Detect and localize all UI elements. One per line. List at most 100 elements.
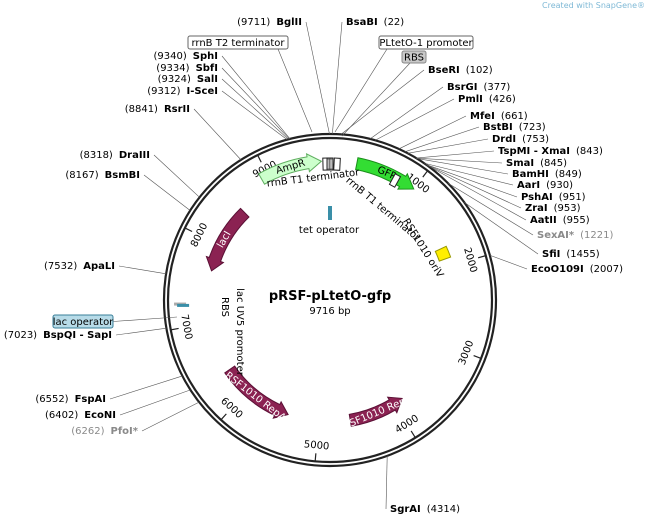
- tick-label: 5000: [303, 439, 329, 452]
- tick-mark: [184, 227, 193, 233]
- site-i-scei[interactable]: (9312)I-SceI: [147, 86, 218, 97]
- label-box-plteto-1-promoter[interactable]: [378, 35, 474, 50]
- site-bamhi[interactable]: BamHI (849): [512, 169, 582, 180]
- site-name: BsmBI: [105, 170, 140, 181]
- site-name: AatII: [530, 215, 557, 226]
- site-position: (849): [555, 169, 582, 180]
- feature-label-tet-operator: tet operator: [299, 225, 360, 236]
- site-tspmi-xmai[interactable]: TspMI - XmaI(843): [498, 146, 603, 157]
- site-bglii[interactable]: (9711) BglII: [237, 17, 302, 28]
- leader-line: [404, 126, 480, 153]
- plasmid-name: pRSF-pLtetO-gfp: [269, 289, 391, 304]
- site-bstbi[interactable]: BstBI(723): [483, 122, 546, 133]
- site-position: (9324): [158, 74, 191, 85]
- site-position: (6262): [71, 426, 104, 437]
- site-fspai[interactable]: (6552)FspAI: [35, 394, 106, 405]
- site-position: (9711): [237, 17, 270, 28]
- site-position: (8167): [65, 170, 98, 181]
- leader-line: [398, 115, 467, 150]
- rrnB-t1-terminator-box-right[interactable]: [388, 173, 402, 188]
- leader-line: [221, 55, 291, 140]
- leader-line: [463, 201, 539, 255]
- site-name: BspQI - SapI: [43, 330, 112, 341]
- leader-line: [447, 182, 534, 236]
- site-name: PfoI*: [111, 426, 139, 437]
- site-leader-lines: [109, 21, 539, 510]
- feature-rsf1010-repb[interactable]: [348, 396, 403, 427]
- leader-line: [118, 265, 167, 275]
- site-aatii[interactable]: AatII (955): [530, 215, 590, 226]
- site-name: SalI: [197, 74, 218, 85]
- tick-mark: [473, 355, 482, 360]
- site-sfii[interactable]: SfiI(1455): [542, 249, 600, 260]
- site-pshai[interactable]: PshAI(951): [521, 192, 586, 203]
- label-box-lac-operator[interactable]: [52, 314, 114, 329]
- site-sgrai[interactable]: SgrAI(4314): [390, 504, 460, 515]
- site-sbfi[interactable]: (9334)SbfI: [156, 63, 218, 74]
- site-name: BamHI: [512, 169, 549, 180]
- restriction-sites: (9711) BglII BsaBI(22) (9340)SphI(9334)SbfI…: [4, 17, 623, 515]
- site-name: AarI: [517, 180, 540, 191]
- site-mfei[interactable]: MfeI(661): [470, 111, 528, 122]
- site-name: ZraI: [525, 203, 548, 214]
- feature-gfp[interactable]: [355, 157, 415, 190]
- site-name: DrdI: [492, 134, 516, 145]
- site-bsabi[interactable]: BsaBI(22): [346, 17, 404, 28]
- site-position: (6402): [45, 410, 78, 421]
- site-sexai[interactable]: SexAI*(1221): [537, 230, 613, 241]
- label-box-text: rrnB T2 terminator: [191, 38, 285, 49]
- site-bsrgi[interactable]: BsrGI(377): [447, 82, 510, 93]
- rbs-box[interactable]: [333, 157, 341, 171]
- site-zrai[interactable]: ZraI(953): [525, 203, 581, 214]
- site-position: (930): [546, 180, 573, 191]
- leader-line: [109, 375, 183, 400]
- site-drdi[interactable]: DrdI(753): [492, 134, 549, 145]
- site-position: (955): [563, 215, 590, 226]
- tet-operator-mark[interactable]: [328, 206, 332, 220]
- leader-line: [369, 86, 444, 140]
- site-position: (9312): [147, 86, 180, 97]
- label-box-rbs[interactable]: [401, 50, 427, 64]
- site-bseri[interactable]: BseRI(102): [428, 65, 493, 76]
- label-box-text: RBS: [404, 53, 424, 64]
- feature-ampr[interactable]: [257, 152, 323, 185]
- site-position: (22): [384, 17, 405, 28]
- site-pfoi[interactable]: (6262) PfoI*: [71, 426, 139, 437]
- feature-rsf1010-repa[interactable]: [224, 365, 289, 419]
- site-draiii[interactable]: (8318)DraIII: [80, 150, 150, 161]
- site-econi[interactable]: (6402)EcoNI: [45, 410, 116, 421]
- tick-label: 7000: [178, 314, 194, 341]
- pl-promoter-mark-b[interactable]: [329, 158, 334, 170]
- site-name: BglII: [276, 17, 302, 28]
- leader-line: [375, 98, 455, 141]
- lac-operator-mark[interactable]: [177, 303, 190, 307]
- site-name: TspMI - XmaI: [498, 146, 570, 157]
- tick-mark: [410, 430, 416, 439]
- label-box-rrnb-t2-terminator[interactable]: [187, 35, 289, 50]
- leader-line: [221, 78, 289, 140]
- plasmid-length: 9716 bp: [309, 306, 350, 317]
- leader-line: [385, 455, 388, 510]
- site-smai[interactable]: SmaI(845): [506, 158, 567, 169]
- site-bsmbi[interactable]: (8167) BsmBI: [65, 170, 140, 181]
- small-features: [174, 157, 402, 307]
- site-aari[interactable]: AarI (930): [517, 180, 573, 191]
- feature-laci[interactable]: [205, 207, 250, 272]
- site-position: (102): [466, 65, 493, 76]
- tick-label: 6000: [218, 396, 244, 421]
- site-pmli[interactable]: PmlI(426): [458, 94, 516, 105]
- leader-line: [141, 401, 200, 432]
- site-sphi[interactable]: (9340)SphI: [154, 51, 218, 62]
- leader-line: [425, 164, 527, 221]
- site-sali[interactable]: (9324) SalI: [158, 74, 218, 85]
- site-name: ApaLI: [83, 261, 115, 272]
- feature-rsf1010-oriv[interactable]: [434, 245, 452, 262]
- tick-mark: [220, 413, 227, 421]
- tick-label: 4000: [393, 413, 420, 436]
- site-ecoo109i[interactable]: EcoO109I(2007): [531, 264, 623, 275]
- site-bspqi-sapi[interactable]: (7023)BspQI - SapI: [4, 330, 112, 341]
- site-rsrii[interactable]: (8841)RsrII: [125, 104, 190, 115]
- site-apali[interactable]: (7532)ApaLI: [44, 261, 115, 272]
